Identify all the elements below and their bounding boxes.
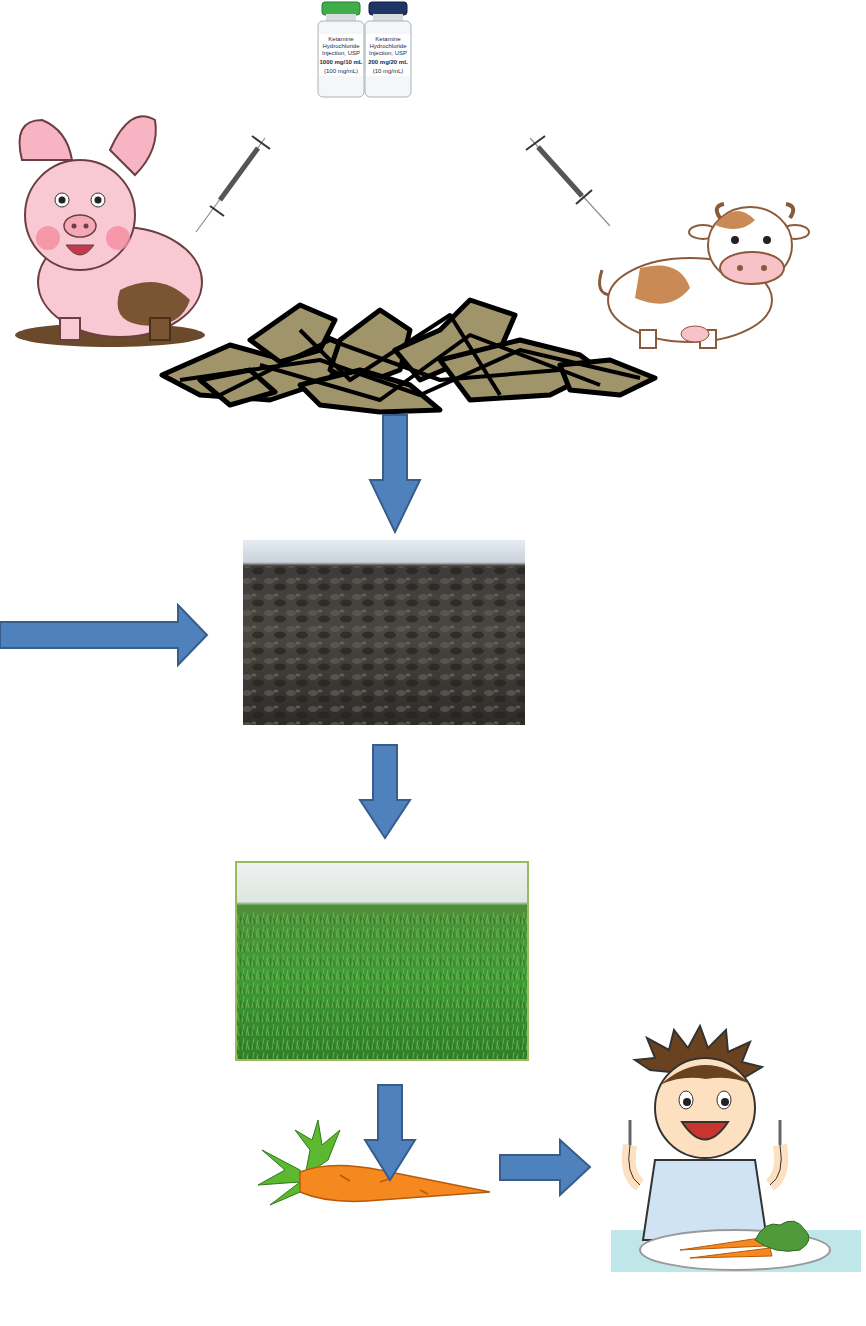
boy-figure <box>770 1145 781 1185</box>
cow-figure <box>763 236 771 244</box>
syringe-left <box>252 136 270 149</box>
boy-figure <box>629 1145 640 1185</box>
flow-arrow <box>365 1085 415 1180</box>
grass-photo <box>236 862 528 1060</box>
vial-label-text: (100 mg/mL) <box>324 68 358 75</box>
vial-right <box>369 2 407 15</box>
boy-figure <box>683 1098 691 1106</box>
boy-figure <box>679 1091 693 1109</box>
vial-left <box>318 2 364 97</box>
boy-figure <box>660 1065 752 1085</box>
carrot-figure <box>258 1150 305 1205</box>
vial-label: Ketamine Hydrochloride Injection, USP 200… <box>366 34 410 76</box>
soil-photo <box>243 566 525 725</box>
cow-figure <box>720 252 784 284</box>
vial-label-text: (10 mg/mL) <box>373 68 404 75</box>
pig-figure <box>72 224 77 229</box>
syringe-left <box>220 148 258 200</box>
syringe-right <box>526 136 545 150</box>
pig-figure <box>95 197 102 204</box>
flow-arrow <box>0 605 207 665</box>
syringe-right <box>576 190 592 204</box>
boy-figure <box>643 1160 767 1240</box>
cow-figure <box>737 265 743 271</box>
grass-photo <box>236 862 528 1060</box>
syringe-right <box>526 136 610 226</box>
flow-arrow <box>360 745 410 838</box>
soil-photo <box>243 540 525 725</box>
vial-label-text: Ketamine Hydrochloride Injection, USP <box>319 36 363 57</box>
pig-figure <box>55 193 69 207</box>
manure-pile <box>300 315 500 395</box>
boy-figure <box>682 1122 728 1140</box>
pig-figure <box>59 197 66 204</box>
boy-figure <box>690 1248 772 1258</box>
boy-figure <box>721 1098 729 1106</box>
boy-figure <box>755 1221 809 1251</box>
pig-figure <box>66 245 94 255</box>
vial-label-text: 200 mg/20 mL <box>368 59 408 66</box>
cow-figure <box>635 266 690 304</box>
vial-right <box>365 21 411 97</box>
vial-label-text: Ketamine Hydrochloride Injection, USP <box>366 36 410 57</box>
boy-figure <box>779 1120 782 1145</box>
vial-left <box>318 21 364 97</box>
cow-figure <box>600 204 809 348</box>
syringe-left <box>210 206 224 216</box>
cow-figure <box>640 330 656 348</box>
manure-pile <box>260 335 600 400</box>
vial-label: Ketamine Hydrochloride Injection, USP 100… <box>319 34 363 76</box>
syringe-right <box>538 147 582 196</box>
pig-figure <box>106 226 130 250</box>
pig-figure <box>36 226 60 250</box>
pig-figure <box>15 116 205 347</box>
flow-arrow <box>0 415 590 1195</box>
cow-figure <box>715 211 755 229</box>
cow-figure <box>731 236 739 244</box>
syringe-left <box>196 138 265 232</box>
pig-figure <box>20 120 73 160</box>
boy-figure <box>680 1238 765 1250</box>
boy-figure <box>629 1120 632 1145</box>
pig-figure <box>91 193 105 207</box>
pig-figure <box>84 224 89 229</box>
cow-figure <box>681 326 709 342</box>
soil-photo <box>243 540 525 725</box>
vial-left <box>322 2 360 15</box>
boy-figure <box>629 1145 640 1185</box>
vial-right <box>365 2 411 97</box>
flow-arrow <box>500 1140 590 1195</box>
pig-figure <box>64 215 96 237</box>
syringe-left <box>196 136 270 232</box>
boy-figure <box>655 1058 755 1158</box>
carrot-figure <box>258 1120 490 1205</box>
pig-figure <box>110 116 156 175</box>
pig-figure <box>60 318 80 340</box>
manure-pile <box>162 300 655 412</box>
pig-figure <box>150 318 170 340</box>
cow-figure <box>708 207 792 283</box>
boy-figure <box>770 1145 781 1185</box>
manure-pile <box>180 315 640 400</box>
boy-figure <box>717 1091 731 1109</box>
manure-pile <box>560 360 655 395</box>
vial-label-text: 1000 mg/10 mL <box>319 59 362 66</box>
pig-figure <box>25 160 135 270</box>
syringe-right <box>530 138 610 226</box>
boy-figure <box>611 1026 861 1272</box>
cow-figure <box>761 265 767 271</box>
carrot-figure <box>340 1175 428 1194</box>
grass-photo <box>237 910 527 1059</box>
flow-arrow <box>370 415 420 532</box>
